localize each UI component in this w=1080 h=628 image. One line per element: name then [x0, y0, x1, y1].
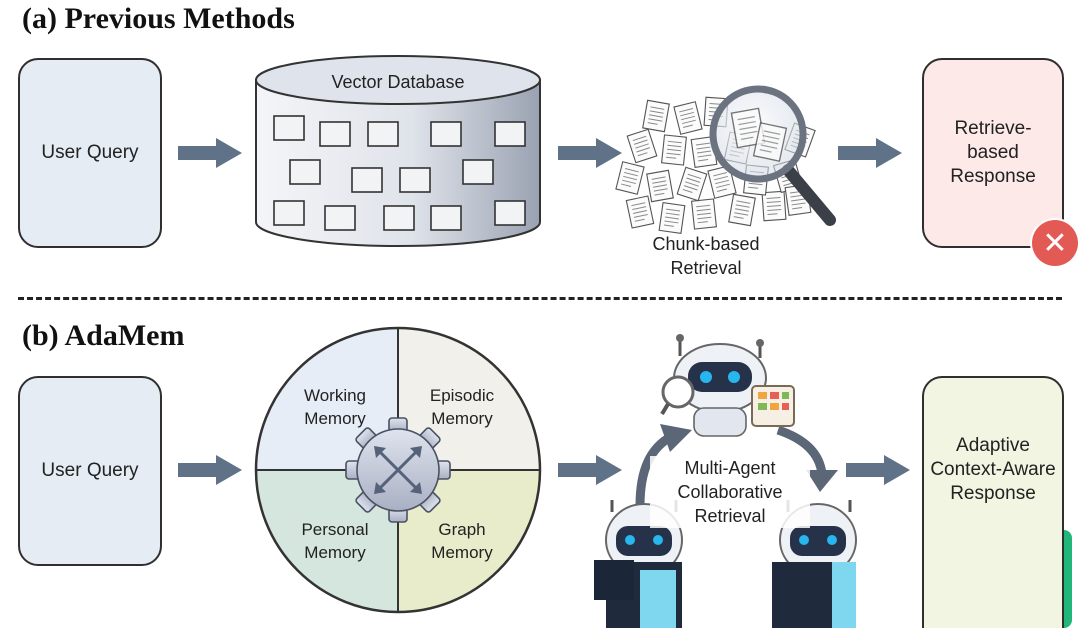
robot-icon: [772, 500, 857, 628]
arrow-right-icon: [558, 138, 622, 168]
user-query-box-a: User Query: [18, 58, 162, 248]
multi-agent-label: Multi-Agent Collaborative Retrieval: [650, 456, 810, 528]
arrow-right-icon: [838, 138, 902, 168]
response-a-line1: Retrieve-: [954, 118, 1032, 139]
response-b-line2: Context-Aware: [930, 459, 1056, 480]
response-b-line3: Response: [950, 483, 1036, 504]
working-memory-label: Working Memory: [303, 386, 367, 428]
user-query-box-b: User Query: [18, 376, 162, 566]
chunk-retrieval-label: Chunk-based Retrieval: [626, 232, 786, 280]
section-a-title: (a) Previous Methods: [22, 2, 295, 35]
x-circle-icon: ✕: [1032, 220, 1078, 266]
arrow-right-icon: [558, 455, 622, 485]
adaptive-response-box: Adaptive Context-Aware Response: [922, 376, 1064, 628]
episodic-memory-label: Episodic Memory: [429, 386, 495, 428]
gear-icon: [345, 417, 451, 523]
graph-memory-label: Graph Memory: [431, 520, 493, 562]
database-label: Vector Database: [331, 72, 465, 92]
retrieve-based-response-box: Retrieve- based Response: [922, 58, 1064, 248]
magnifier-icon: [709, 85, 836, 226]
personal-memory-label: Personal Memory: [301, 520, 369, 562]
arrow-right-icon: [178, 455, 242, 485]
response-a-line3: Response: [950, 166, 1036, 187]
response-a-line2: based: [967, 142, 1019, 163]
user-query-label-b: User Query: [41, 460, 139, 481]
chunk-retrieval-line1: Chunk-based: [652, 234, 760, 254]
chunk-retrieval-line2: Retrieval: [670, 258, 742, 278]
user-query-label-a: User Query: [41, 142, 139, 163]
database-icon: [255, 55, 541, 247]
robot-icon: [660, 334, 795, 437]
arrow-right-icon: [846, 455, 910, 485]
response-b-line1: Adaptive: [956, 435, 1030, 456]
section-b-title: (b) AdaMem: [22, 319, 185, 352]
arrow-right-icon: [178, 138, 242, 168]
section-divider: [18, 297, 1062, 300]
